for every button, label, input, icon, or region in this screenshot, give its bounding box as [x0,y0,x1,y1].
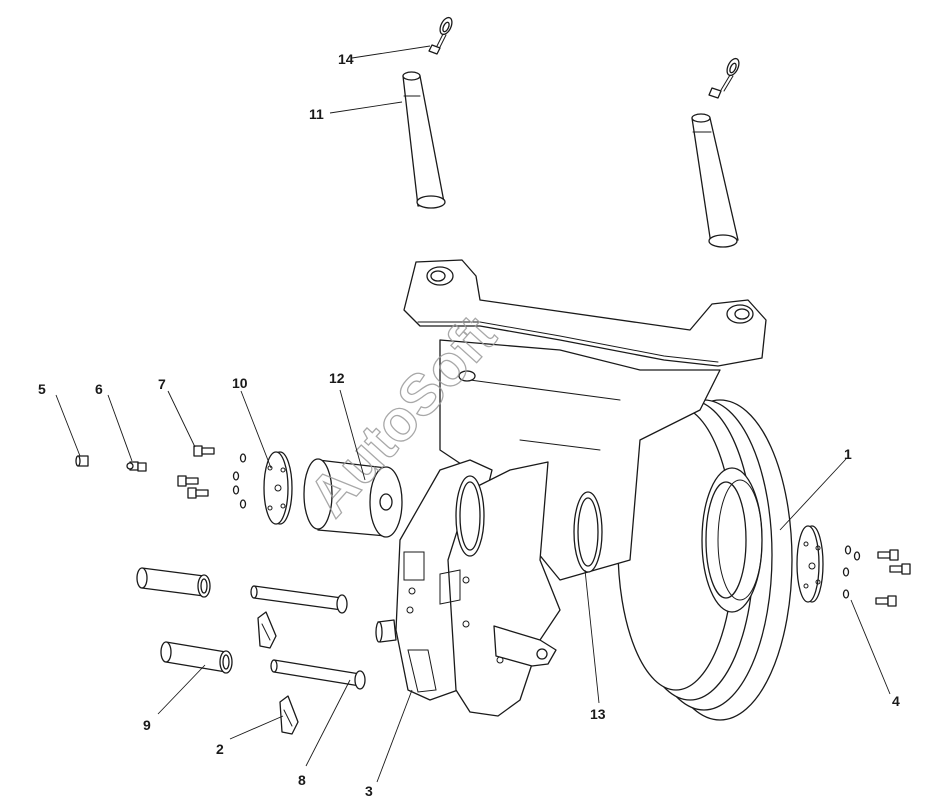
part-9-bushing-upper [136,567,211,598]
part-14-lock-pin-left [428,16,453,55]
callout-7: 7 [158,376,166,392]
part-12-cylinder [303,458,403,538]
part-2-clip-lower [279,695,299,735]
part-5-fitting [75,455,89,467]
part-14-lock-pin-right [708,57,740,99]
part-10-flange-disc [263,451,293,525]
part-8-pin-lower [270,659,366,690]
part-2-clip-upper [257,611,277,649]
part-13-rings [455,475,603,573]
callout-4: 4 [892,693,900,709]
callout-13: 13 [590,706,606,722]
part-6-grease-nipple [126,461,147,472]
callout-6: 6 [95,381,103,397]
washers-left [232,453,247,509]
part-11-pin-left [402,71,446,209]
callout-8: 8 [298,772,306,788]
callout-12: 12 [329,370,345,386]
callout-1: 1 [844,446,852,462]
bolts-right [875,549,911,607]
part-7-bolts [177,445,215,499]
washers-right [842,545,861,599]
callout-2: 2 [216,741,224,757]
part-9-bushing-lower [160,641,233,674]
callout-labels: 14 11 1 5 6 7 10 12 9 2 8 3 13 4 [38,51,900,799]
part-1-wheel [617,399,793,721]
bracket-frame [403,259,767,581]
part-8-pin-upper [250,585,348,614]
callout-10: 10 [232,375,248,391]
part-4-flange-disc [796,525,824,603]
callout-5: 5 [38,381,46,397]
leader-lines [55,45,891,783]
part-11-pin-right [691,113,739,248]
callout-3: 3 [365,783,373,799]
callout-9: 9 [143,717,151,733]
callout-14: 14 [338,51,354,67]
callout-11: 11 [309,106,324,122]
